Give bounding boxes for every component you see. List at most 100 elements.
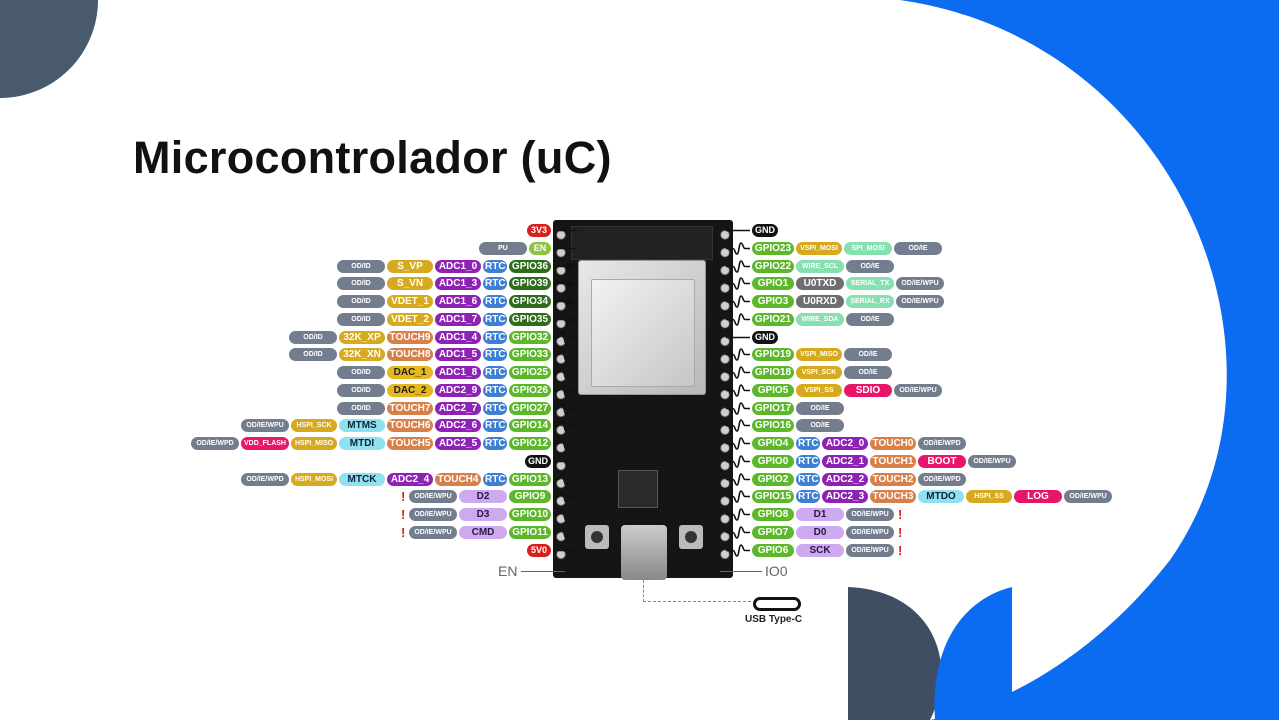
pin-label: VDET_2 xyxy=(387,312,433,326)
pin-label: OD/IE/WPD xyxy=(241,472,289,486)
pin-label: RTC xyxy=(796,472,820,486)
pin-label: VDD_FLASH xyxy=(241,437,289,450)
pin-label: OD/ID xyxy=(337,312,385,326)
pin-label: GPIO32 xyxy=(509,330,551,344)
line-connector-icon xyxy=(553,229,577,232)
pin-label: OD/IE/WPU xyxy=(409,525,457,539)
wave-connector-icon xyxy=(726,366,750,379)
pin-label: TOUCH8 xyxy=(387,348,433,362)
pin-label: GPIO18 xyxy=(752,366,794,379)
wave-connector-icon xyxy=(726,383,750,397)
pin-label: ADC1_3 xyxy=(435,277,481,291)
usb-type-c-icon xyxy=(753,597,801,611)
pin-label: 5V0 xyxy=(527,543,551,557)
pin-label: GPIO9 xyxy=(509,490,551,504)
pin-label: OD/IE/WPU xyxy=(409,508,457,521)
pin-label: SERIAL_TX xyxy=(846,277,894,291)
pin-label: OD/IE xyxy=(846,259,894,273)
warning-mark: ! xyxy=(401,490,406,504)
module-shield xyxy=(591,279,695,387)
warning-mark: ! xyxy=(898,508,903,521)
pin-label: RTC xyxy=(796,454,820,468)
pin-label: VSPI_MISO xyxy=(796,348,842,362)
pin-label: OD/IE xyxy=(846,312,894,326)
io0-pointer-line xyxy=(720,571,762,572)
pin-label: ADC2_9 xyxy=(435,383,481,397)
pin-label: GPIO0 xyxy=(752,454,794,468)
wave-connector-icon xyxy=(726,472,750,486)
pin-label: D2 xyxy=(459,490,507,504)
pin-label: ADC2_1 xyxy=(822,454,868,468)
pin-label: SCK xyxy=(796,543,844,557)
left-pin-row: 3V3 xyxy=(527,223,577,238)
line-connector-icon xyxy=(553,247,577,250)
pin-label: GPIO35 xyxy=(509,312,551,326)
pin-label: D0 xyxy=(796,525,844,539)
pin-label: OD/IE/WPU xyxy=(409,490,457,504)
pin-label: ADC2_4 xyxy=(387,472,433,486)
pin-label: GPIO15 xyxy=(752,490,794,504)
pin-label: OD/IE/WPU xyxy=(968,454,1016,468)
pin-label: ADC1_6 xyxy=(435,295,481,308)
pin-label: RTC xyxy=(483,312,507,326)
pin-label: BOOT xyxy=(918,454,966,468)
pin-label: SPI_MOSI xyxy=(844,241,892,255)
pin-label: MTCK xyxy=(339,472,385,486)
pin-label: OD/IE/WPU xyxy=(846,525,894,539)
pin-label: OD/IE/WPU xyxy=(1064,490,1112,504)
pin-label: RTC xyxy=(483,437,507,450)
pin-label: ADC1_8 xyxy=(435,366,481,379)
arrow-connector-icon xyxy=(553,297,577,306)
pin-label: GPIO39 xyxy=(509,277,551,291)
pin-label: OD/ID xyxy=(337,401,385,415)
line-connector-icon xyxy=(726,336,750,338)
arrow-connector-icon xyxy=(553,279,577,289)
pin-label: OD/ID xyxy=(337,277,385,291)
pin-label: RTC xyxy=(483,419,507,433)
en-button xyxy=(585,525,609,549)
pin-label: DAC_1 xyxy=(387,366,433,379)
wave-connector-icon xyxy=(726,312,750,326)
pin-label: VDET_1 xyxy=(387,295,433,308)
usb-uart-chip xyxy=(618,470,658,508)
pin-label: GPIO26 xyxy=(509,383,551,397)
line-connector-icon xyxy=(726,229,750,232)
pin-label: OD/IE/WPU xyxy=(846,508,894,521)
pin-label: OD/IE/WPU xyxy=(896,295,944,308)
pin-label: HSPI_SCK xyxy=(291,419,337,433)
usb-pointer-line xyxy=(643,580,751,602)
pin-label: VSPI_MOSI xyxy=(796,241,842,255)
pin-label: TOUCH2 xyxy=(870,472,916,486)
pin-label: RTC xyxy=(483,259,507,273)
pin-label: OD/IE/WPD xyxy=(191,437,239,450)
pin-label: D3 xyxy=(459,508,507,521)
warning-mark: ! xyxy=(401,508,406,521)
wave-connector-icon xyxy=(726,437,750,450)
pin-label: SDIO xyxy=(844,383,892,397)
pin-label: OD/IE xyxy=(844,366,892,379)
pin-label: GPIO19 xyxy=(752,348,794,362)
pin-label: S_VN xyxy=(387,277,433,291)
pin-label: TOUCH9 xyxy=(387,330,433,344)
pin-label: RTC xyxy=(483,330,507,344)
slate-leaf-decoration xyxy=(848,587,942,720)
